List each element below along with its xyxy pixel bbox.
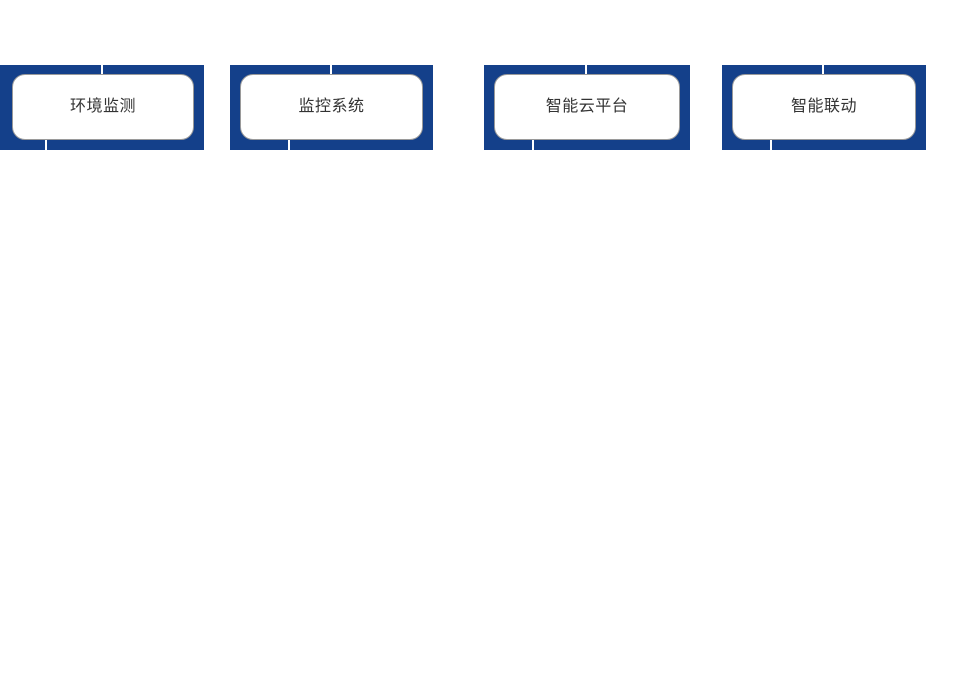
- connector-stub-bottom: [288, 140, 290, 150]
- connector-stub-top: [330, 65, 332, 74]
- node-card: 环境监测: [12, 74, 194, 140]
- node-card: 智能联动: [732, 74, 916, 140]
- diagram-node-surveillance-system[interactable]: 监控系统: [230, 65, 433, 150]
- connector-stub-bottom: [532, 140, 534, 150]
- connector-stub-top: [585, 65, 587, 74]
- node-label: 智能联动: [790, 98, 857, 115]
- connector-stub-top: [822, 65, 824, 74]
- connector-stub-bottom: [45, 140, 47, 150]
- diagram-node-smart-linkage[interactable]: 智能联动: [722, 65, 926, 150]
- node-label: 环境监测: [69, 98, 136, 115]
- diagram-node-environment-monitoring[interactable]: 环境监测: [0, 65, 204, 150]
- diagram-node-smart-cloud-platform[interactable]: 智能云平台: [484, 65, 690, 150]
- node-label: 智能云平台: [545, 98, 629, 115]
- connector-stub-top: [101, 65, 103, 74]
- node-label: 监控系统: [298, 98, 365, 115]
- node-card: 智能云平台: [494, 74, 680, 140]
- node-card: 监控系统: [240, 74, 423, 140]
- connector-stub-bottom: [770, 140, 772, 150]
